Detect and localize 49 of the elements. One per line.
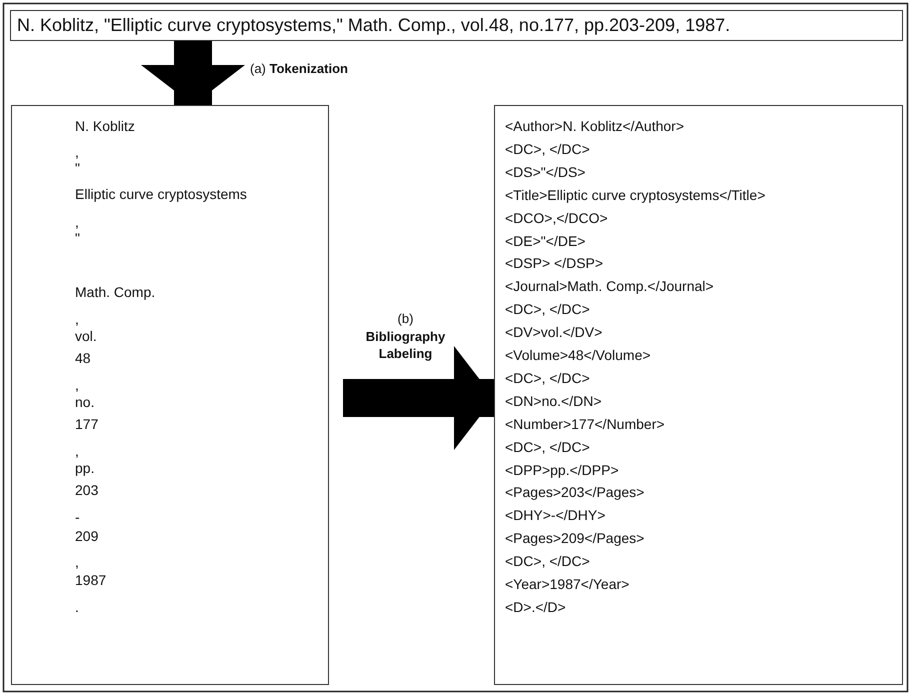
labeled-token-text: <Pages>209</Pages>	[505, 530, 644, 546]
labeled-token-text: <DC>, </DC>	[505, 140, 590, 157]
token-text: N. Koblitz	[75, 118, 135, 134]
labeled-token-text: <Title>Elliptic curve cryptosystems</Title>	[505, 186, 766, 203]
token-text: no.	[75, 394, 94, 410]
token-list-box	[11, 105, 329, 685]
token-text: 1987	[75, 572, 106, 588]
labeled-token-text: <DN>no.</DN>	[505, 392, 602, 409]
token-text: ,	[75, 311, 79, 328]
token-text: ,	[75, 144, 79, 160]
labeled-token-text: <Pages>203</Pages>	[505, 484, 644, 500]
token-text: ,	[75, 214, 79, 230]
token-text: 48	[75, 350, 91, 366]
labeled-token-text: <DC>, </DC>	[505, 370, 590, 386]
labeled-token-text: <DCO>,</DCO>	[505, 210, 608, 226]
block-arrow	[343, 346, 494, 450]
citation-text: N. Koblitz, "Elliptic curve cryptosystems," Math. Comp., vol.48, no.177, pp.203-209, 1987.	[17, 15, 730, 36]
token-text: 177	[75, 416, 98, 432]
token-text: .	[75, 599, 79, 616]
token-text: ,	[75, 443, 79, 460]
token-text: Math. Comp.	[75, 284, 156, 300]
token-text: -	[75, 509, 80, 526]
token-text: 203	[75, 482, 98, 498]
labeled-token-text: <DC>, </DC>	[505, 301, 590, 318]
token-text: "	[75, 160, 80, 176]
labeled-token-text: <Journal>Math. Comp.</Journal>	[505, 278, 714, 294]
labeled-token-text: <Number>177</Number>	[505, 416, 665, 432]
token-text: 209	[75, 528, 98, 544]
citation-box	[10, 10, 903, 41]
block-arrow	[141, 41, 245, 105]
labeled-token-text: <DE>"</DE>	[505, 232, 586, 249]
token-text: "	[75, 230, 80, 246]
labeled-token-text: <DHY>-</DHY>	[505, 507, 606, 524]
token-text: ,	[75, 377, 79, 394]
labeled-token-text: <DV>vol.</DV>	[505, 324, 602, 340]
labeled-token-text: <DPP>pp.</DPP>	[505, 462, 619, 478]
token-text: Elliptic curve cryptosystems	[75, 186, 247, 202]
token-text: pp.	[75, 460, 94, 476]
labeled-token-text: <DS>"</DS>	[505, 164, 586, 180]
labeled-token-text: <DC>, </DC>	[505, 553, 590, 570]
labeled-token-box	[494, 105, 903, 685]
labeled-token-text: <DC>, </DC>	[505, 438, 590, 455]
labeled-token-text: <Author>N. Koblitz</Author>	[505, 118, 684, 134]
labeled-token-text: <DSP> </DSP>	[505, 255, 604, 272]
token-text: ,	[75, 554, 79, 570]
labeled-token-text: <Year>1987</Year>	[505, 576, 630, 592]
labeled-token-text: <D>.</D>	[505, 598, 566, 615]
labeled-token-text: <Volume>48</Volume>	[505, 347, 651, 364]
token-text: vol.	[75, 328, 97, 344]
